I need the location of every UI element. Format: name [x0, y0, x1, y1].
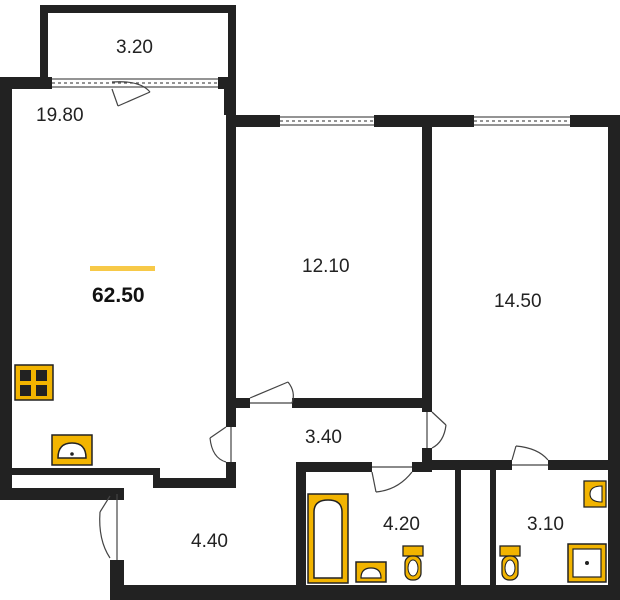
room-area-kitchen-living: 19.80: [36, 105, 84, 126]
kitchen-wall-right-b: [226, 462, 236, 488]
bedroom-divider-lower: [422, 448, 432, 468]
outer-wall-right: [608, 115, 620, 600]
door-bedroom-2: [426, 411, 447, 449]
bath-wall-top-b: [412, 462, 432, 472]
wash-basin-icon: [583, 480, 607, 508]
outer-wall-left: [0, 77, 12, 500]
stove-icon: [14, 364, 54, 401]
shower-icon: [567, 543, 607, 583]
doors: [99, 81, 549, 560]
walls: [0, 5, 620, 600]
total-area-accent-bar: [90, 266, 155, 271]
kitchen-wall-right-bottom: [160, 478, 236, 488]
outer-wall-bottom: [110, 585, 620, 600]
toilet-icon-2: [499, 545, 521, 581]
bedroom-wall-top-a: [236, 115, 280, 127]
door-toilet: [511, 445, 549, 466]
door-balcony: [111, 81, 151, 107]
door-bathroom: [371, 466, 413, 493]
bedroom1-wall-bottom-b: [292, 398, 432, 408]
window-bedroom-2: [474, 116, 570, 126]
bedroom2-wall-bottom-a: [432, 460, 512, 470]
corridor-wall-left-a: [110, 488, 124, 494]
fixtures: [14, 364, 607, 584]
kitchen-partition: [12, 468, 160, 475]
bathroom-sink-icon: [355, 561, 387, 583]
balcony-wall-left: [40, 5, 48, 85]
kitchen-wall-right-a: [226, 115, 236, 427]
room-area-hall: 3.40: [305, 427, 342, 448]
bath-wall-left: [296, 462, 306, 592]
door-bedroom-1: [249, 381, 294, 404]
kitchen-wall-top-right-upper: [224, 85, 236, 115]
door-entrance: [99, 494, 118, 560]
balcony-wall-top: [40, 5, 236, 13]
balcony-wall-right: [228, 5, 236, 85]
bedroom-divider: [422, 115, 432, 412]
bath-divider-b: [490, 470, 496, 590]
windows: [52, 78, 570, 126]
kitchen-wall-top-left: [0, 77, 52, 89]
kitchen-partition-end: [153, 468, 160, 488]
bathtub-icon: [307, 493, 349, 584]
toilet-icon: [402, 545, 424, 581]
kitchen-sink-icon: [51, 434, 93, 466]
bedroom2-wall-bottom-b: [548, 460, 620, 470]
room-area-bathroom: 4.20: [383, 514, 420, 535]
room-area-bedroom-2: 14.50: [494, 291, 542, 312]
bath-wall-top-a: [296, 462, 372, 472]
kitchen-wall-bottom: [0, 488, 124, 500]
window-kitchen: [52, 78, 218, 88]
room-area-balcony: 3.20: [116, 37, 153, 58]
room-area-bedroom-1: 12.10: [302, 256, 350, 277]
bath-divider-a: [455, 470, 461, 590]
bedroom-wall-top-c: [570, 115, 620, 127]
room-area-corridor: 4.40: [191, 531, 228, 552]
room-area-toilet-room: 3.10: [527, 514, 564, 535]
window-bedroom-1: [280, 116, 374, 126]
door-kitchen: [209, 426, 232, 463]
total-area: 62.50: [92, 284, 145, 307]
bedroom1-wall-bottom-a: [236, 398, 250, 408]
